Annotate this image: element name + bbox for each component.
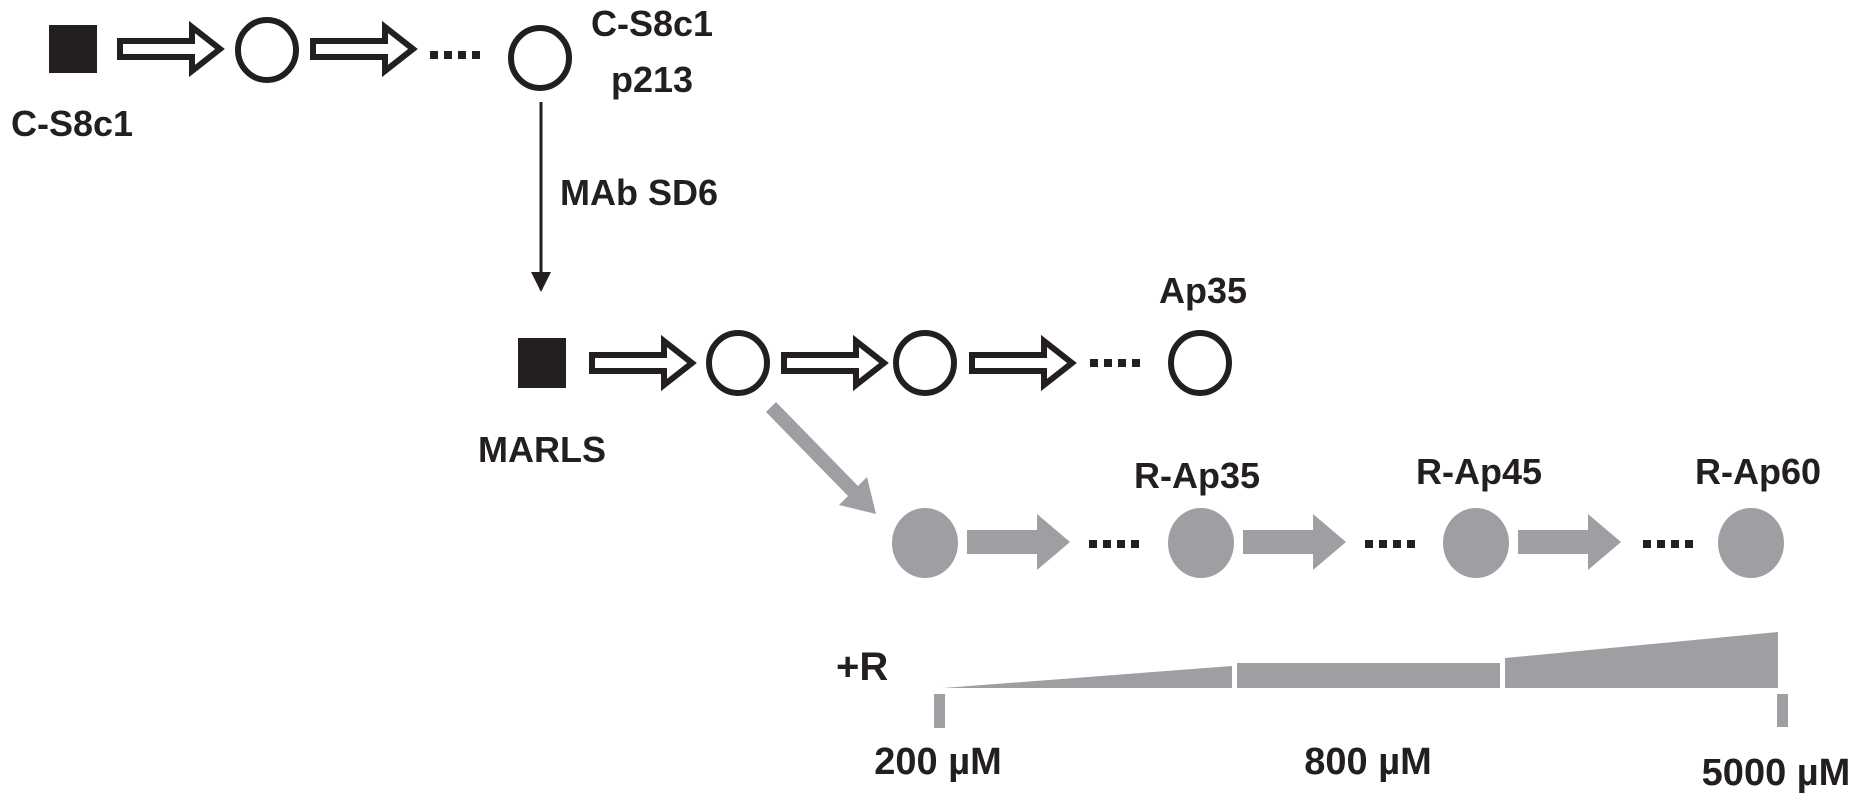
hollow-arrow-1 [117, 20, 225, 78]
concentration-ramp-mid [1237, 663, 1500, 688]
mab-sd6-label: MAb SD6 [560, 172, 718, 213]
ribavirin-circle-1 [892, 508, 958, 578]
concentration-ramp-low [943, 666, 1232, 688]
ribavirin-circle-r-ap45 [1443, 508, 1509, 578]
cs8c1-square [49, 25, 97, 73]
ellipsis-dots-2 [1090, 359, 1140, 367]
cs8c1-p213-label-line1: C-S8c1 [591, 3, 713, 44]
concentration-ramp-high [1505, 632, 1778, 688]
ellipsis-dots-3 [1089, 540, 1139, 548]
passage-circle-2 [706, 330, 770, 396]
cs8c1-label: C-S8c1 [11, 103, 133, 144]
conc-5000-label: 5000 µM [1702, 752, 1851, 794]
passage-circle-p213 [508, 25, 572, 91]
r-ap35-label: R-Ap35 [1134, 455, 1260, 496]
ribavirin-circle-r-ap35 [1168, 508, 1234, 578]
ellipsis-dots-4 [1365, 540, 1415, 548]
gray-arrow-2 [1243, 514, 1346, 570]
conc-800-label: 800 µM [1304, 741, 1432, 783]
marls-label: MARLS [478, 429, 606, 470]
conc-200-label: 200 µM [874, 741, 1002, 783]
passage-circle-1 [235, 17, 299, 83]
ribavirin-plus-r-label: +R [836, 645, 888, 689]
ribavirin-circle-r-ap60 [1718, 508, 1784, 578]
ramp-start-tick [934, 694, 945, 728]
r-ap60-label: R-Ap60 [1695, 451, 1821, 492]
hollow-arrow-5 [969, 334, 1077, 392]
passage-circle-ap35 [1168, 330, 1232, 396]
ellipsis-dots-5 [1643, 540, 1693, 548]
hollow-arrow-4 [781, 334, 889, 392]
hollow-arrow-2 [310, 20, 418, 78]
gray-arrow-1 [967, 514, 1070, 570]
ellipsis-dots-1 [430, 51, 480, 59]
r-ap45-label: R-Ap45 [1416, 451, 1542, 492]
gray-arrow-3 [1518, 514, 1621, 570]
diagonal-gray-arrow [766, 402, 876, 514]
cs8c1-p213-label-line2: p213 [611, 59, 693, 100]
hollow-arrow-3 [589, 334, 697, 392]
ap35-label: Ap35 [1159, 270, 1247, 311]
marls-square [518, 338, 566, 388]
ramp-end-tick [1777, 694, 1788, 727]
passage-circle-3 [893, 330, 957, 396]
